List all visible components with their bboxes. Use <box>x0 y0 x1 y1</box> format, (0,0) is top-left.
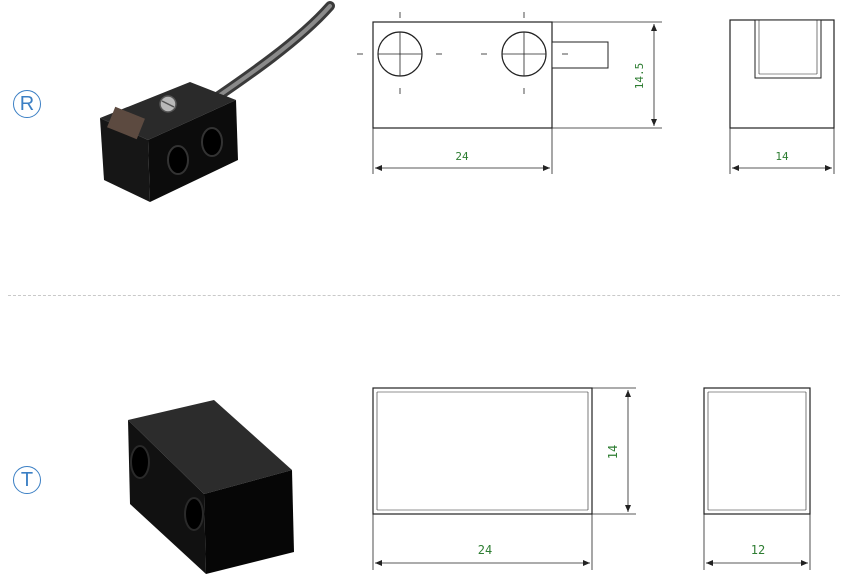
dim-t-side-width: 12 <box>751 543 765 557</box>
dim-t-front-width: 24 <box>478 543 492 557</box>
dim-r-side-width: 14 <box>775 150 789 163</box>
side-view-t <box>703 387 811 570</box>
product-photo-t <box>128 400 294 574</box>
dim-r-front-height: 14.5 <box>633 63 646 90</box>
section-separator <box>8 295 840 296</box>
side-view-r <box>729 19 835 174</box>
variant-label-r: R <box>13 90 41 118</box>
front-view-r <box>357 12 662 174</box>
front-view-t <box>372 387 636 570</box>
product-photo-r <box>100 1 335 202</box>
variant-label-t: T <box>13 466 41 494</box>
dim-r-front-width: 24 <box>455 150 469 163</box>
dim-t-front-height: 14 <box>606 445 620 459</box>
